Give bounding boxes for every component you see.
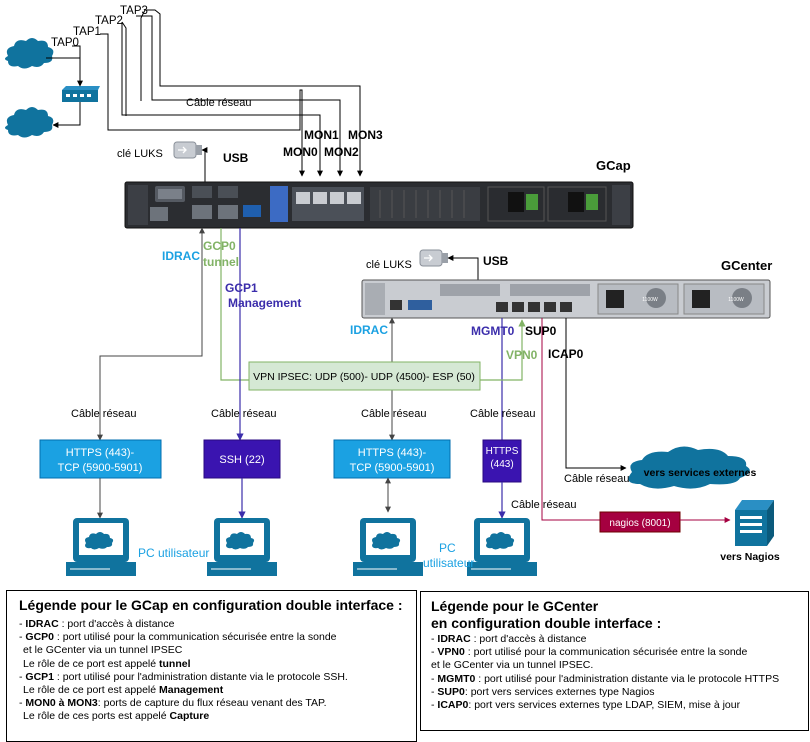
vpn-ipsec-box bbox=[248, 361, 481, 391]
legend-gcap-item-gcp1: - GCP1 : port utilisé pour l'administrat… bbox=[19, 670, 348, 683]
gcap-luks-label: clé LUKS bbox=[117, 148, 163, 160]
cable-label-6: Câble réseau bbox=[564, 473, 629, 485]
gcenter-title: GCenter bbox=[721, 258, 772, 273]
https-box-gcap-line2: TCP (5900-5901) bbox=[58, 462, 143, 474]
gcenter-mgmt0-label: MGMT0 bbox=[471, 324, 515, 338]
mon-arrowheads bbox=[299, 160, 363, 177]
gcap-usb-key-icon bbox=[173, 141, 202, 159]
legend-gcenter-item-vpn0-cont: et le GCenter via un tunnel IPSEC. bbox=[431, 659, 594, 672]
legend-gcenter-item-sup0: - SUP0: port vers services externes type… bbox=[431, 685, 655, 698]
gcenter-icap0-line bbox=[565, 318, 627, 471]
mon1-label: MON1 bbox=[304, 128, 339, 142]
gcap-idrac-line bbox=[97, 227, 205, 441]
tap1-label: TAP1 bbox=[73, 26, 101, 38]
gcenter-sup0-label: SUP0 bbox=[525, 324, 557, 338]
legend-gcenter-item-mgmt0: - MGMT0 : port utilisé pour l'administra… bbox=[431, 672, 780, 685]
switch-to-cloud-arrow bbox=[52, 102, 81, 128]
pc-icon-4 bbox=[467, 518, 537, 576]
gcenter-vpn0-line bbox=[480, 319, 526, 381]
tap0-label: TAP0 bbox=[51, 37, 79, 49]
gcenter-psu-left-label: 1100W bbox=[642, 297, 658, 303]
mon3-label: MON3 bbox=[348, 128, 383, 142]
gcenter-usb-label: USB bbox=[483, 254, 509, 268]
gcap-gcp0-role-label: tunnel bbox=[203, 255, 239, 269]
nagios-box bbox=[599, 511, 681, 533]
legend-gcap-item-idrac: - IDRAC : port d'accès à distance bbox=[19, 618, 175, 630]
cable-label-1: Câble réseau bbox=[71, 408, 136, 420]
cable-label-5: Câble réseau bbox=[511, 499, 576, 511]
gcap-gcp1-role-label: Management bbox=[228, 296, 301, 310]
cloud-to-switch-arrow bbox=[46, 57, 83, 87]
gcap-usb-label: USB bbox=[223, 151, 249, 165]
tap-cable-label: Câble réseau bbox=[186, 97, 251, 109]
gcap-gcp0-label: GCP0 bbox=[203, 239, 236, 253]
https-box-gcenter-line2: TCP (5900-5901) bbox=[350, 462, 435, 474]
ssh-box bbox=[203, 439, 281, 479]
legend-gcap-item-mon: - MON0 à MON3: ports de capture du flux … bbox=[19, 697, 327, 710]
vpn-ipsec-label: VPN IPSEC: UDP (500)- UDP (4500)- ESP (5… bbox=[253, 371, 475, 383]
https-box-gcenter bbox=[333, 439, 451, 479]
tap3-label: TAP3 bbox=[120, 5, 148, 17]
gcenter-server-chassis bbox=[361, 279, 771, 319]
cable-label-2: Câble réseau bbox=[211, 408, 276, 420]
https-box-mgmt-line1: HTTPS bbox=[486, 446, 519, 457]
external-services-label: vers services externes bbox=[644, 467, 757, 479]
pc-icon-2 bbox=[207, 518, 277, 576]
gcap-server-chassis bbox=[124, 181, 634, 229]
pc-user-label-1: PC utilisateur bbox=[138, 546, 209, 560]
https-box-gcenter-line1: HTTPS (443)- bbox=[358, 447, 427, 459]
legend-gcap-item-gcp0-role: Le rôle de ce port est appelé tunnel bbox=[23, 657, 191, 670]
pc-icon-3 bbox=[353, 518, 423, 576]
ssh-box-label: SSH (22) bbox=[219, 454, 264, 466]
legend-gcap-item-gcp0-cont: et le GCenter via un tunnel IPSEC bbox=[23, 644, 183, 657]
pc-user-label-2-line1: PC bbox=[439, 541, 456, 555]
legend-gcenter: Légende pour le GCenter en configuration… bbox=[420, 591, 809, 731]
legend-gcap-item-mon-role: Le rôle de ces ports est appelé Capture bbox=[23, 710, 210, 723]
pc-icon-1 bbox=[66, 518, 136, 576]
nagios-server-icon bbox=[735, 500, 774, 546]
nagios-destination-label: vers Nagios bbox=[720, 551, 780, 563]
cloud-icon-top bbox=[5, 38, 54, 69]
network-switch-icon bbox=[62, 86, 100, 102]
legend-gcenter-title-line1: Légende pour le GCenter bbox=[431, 598, 599, 614]
gcap-usb-arrow bbox=[201, 147, 208, 192]
gcap-gcp1-label: GCP1 bbox=[225, 281, 258, 295]
mon0-label: MON0 bbox=[283, 145, 318, 159]
cable-label-4: Câble réseau bbox=[470, 408, 535, 420]
legend-gcap-title: Légende pour le GCap en configuration do… bbox=[19, 597, 403, 613]
legend-gcap-item-gcp1-role: Le rôle de ce port est appelé Management bbox=[23, 684, 224, 697]
https-box-mgmt bbox=[482, 439, 522, 483]
legend-gcenter-item-vpn0: - VPN0 : port utilisé pour la communicat… bbox=[431, 646, 748, 659]
gcenter-usb-key-icon bbox=[419, 249, 448, 267]
cable-label-3: Câble réseau bbox=[361, 408, 426, 420]
legend-gcenter-title-line2: en configuration double interface : bbox=[431, 615, 662, 631]
gcenter-idrac-label: IDRAC bbox=[350, 323, 388, 337]
cloud-icon-bottom bbox=[5, 107, 54, 138]
https-box-mgmt-line2: (443) bbox=[490, 459, 513, 470]
legend-gcap-item-gcp0: - GCP0 : port utilisé pour la communicat… bbox=[19, 631, 337, 644]
gcenter-usb-arrow bbox=[447, 255, 479, 280]
external-services-cloud-icon bbox=[628, 446, 750, 489]
gcap-idrac-label: IDRAC bbox=[162, 249, 200, 263]
legend-gcap: Légende pour le GCap en configuration do… bbox=[6, 590, 417, 742]
https-box-gcap-line1: HTTPS (443)- bbox=[66, 447, 135, 459]
gcenter-psu-right-label: 1100W bbox=[728, 297, 744, 303]
tap2-label: TAP2 bbox=[95, 15, 123, 27]
pc-user-label-2-line2: utilisateur bbox=[423, 556, 474, 570]
legend-gcenter-item-icap0: - ICAP0: port vers services externes typ… bbox=[431, 699, 741, 712]
gcap-title: GCap bbox=[596, 158, 631, 173]
legend-gcenter-item-idrac: - IDRAC : port d'accès à distance bbox=[431, 633, 587, 645]
gcenter-luks-label: clé LUKS bbox=[366, 259, 412, 271]
nagios-box-label: nagios (8001) bbox=[609, 518, 670, 529]
mon2-label: MON2 bbox=[324, 145, 359, 159]
tap-cables bbox=[72, 9, 361, 175]
gcenter-sup0-line bbox=[541, 318, 600, 521]
